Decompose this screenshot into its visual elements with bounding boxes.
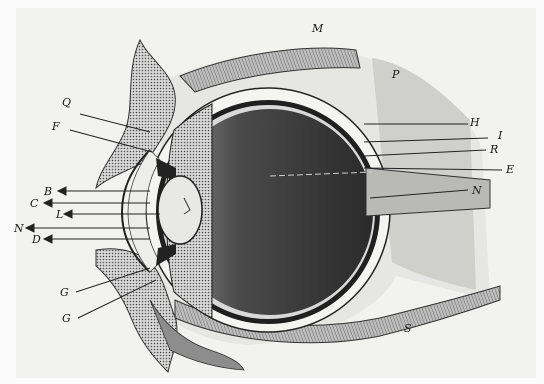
label-e: E bbox=[505, 163, 514, 176]
label-i: I bbox=[497, 129, 503, 142]
label-n-left: N bbox=[13, 222, 24, 235]
label-p: P bbox=[391, 68, 400, 81]
lens bbox=[158, 176, 202, 244]
label-g-lower: G bbox=[62, 312, 71, 325]
label-h: H bbox=[469, 116, 480, 129]
label-d: D bbox=[31, 233, 41, 246]
label-q: Q bbox=[62, 96, 71, 109]
label-g-upper: G bbox=[60, 286, 69, 299]
label-r: R bbox=[489, 143, 498, 156]
label-b: B bbox=[43, 185, 52, 198]
label-s: S bbox=[404, 322, 412, 335]
label-m: M bbox=[311, 22, 324, 35]
label-l: L bbox=[55, 208, 63, 221]
label-c: C bbox=[30, 197, 39, 210]
label-n-right: N bbox=[471, 184, 482, 197]
label-f: F bbox=[51, 120, 60, 133]
